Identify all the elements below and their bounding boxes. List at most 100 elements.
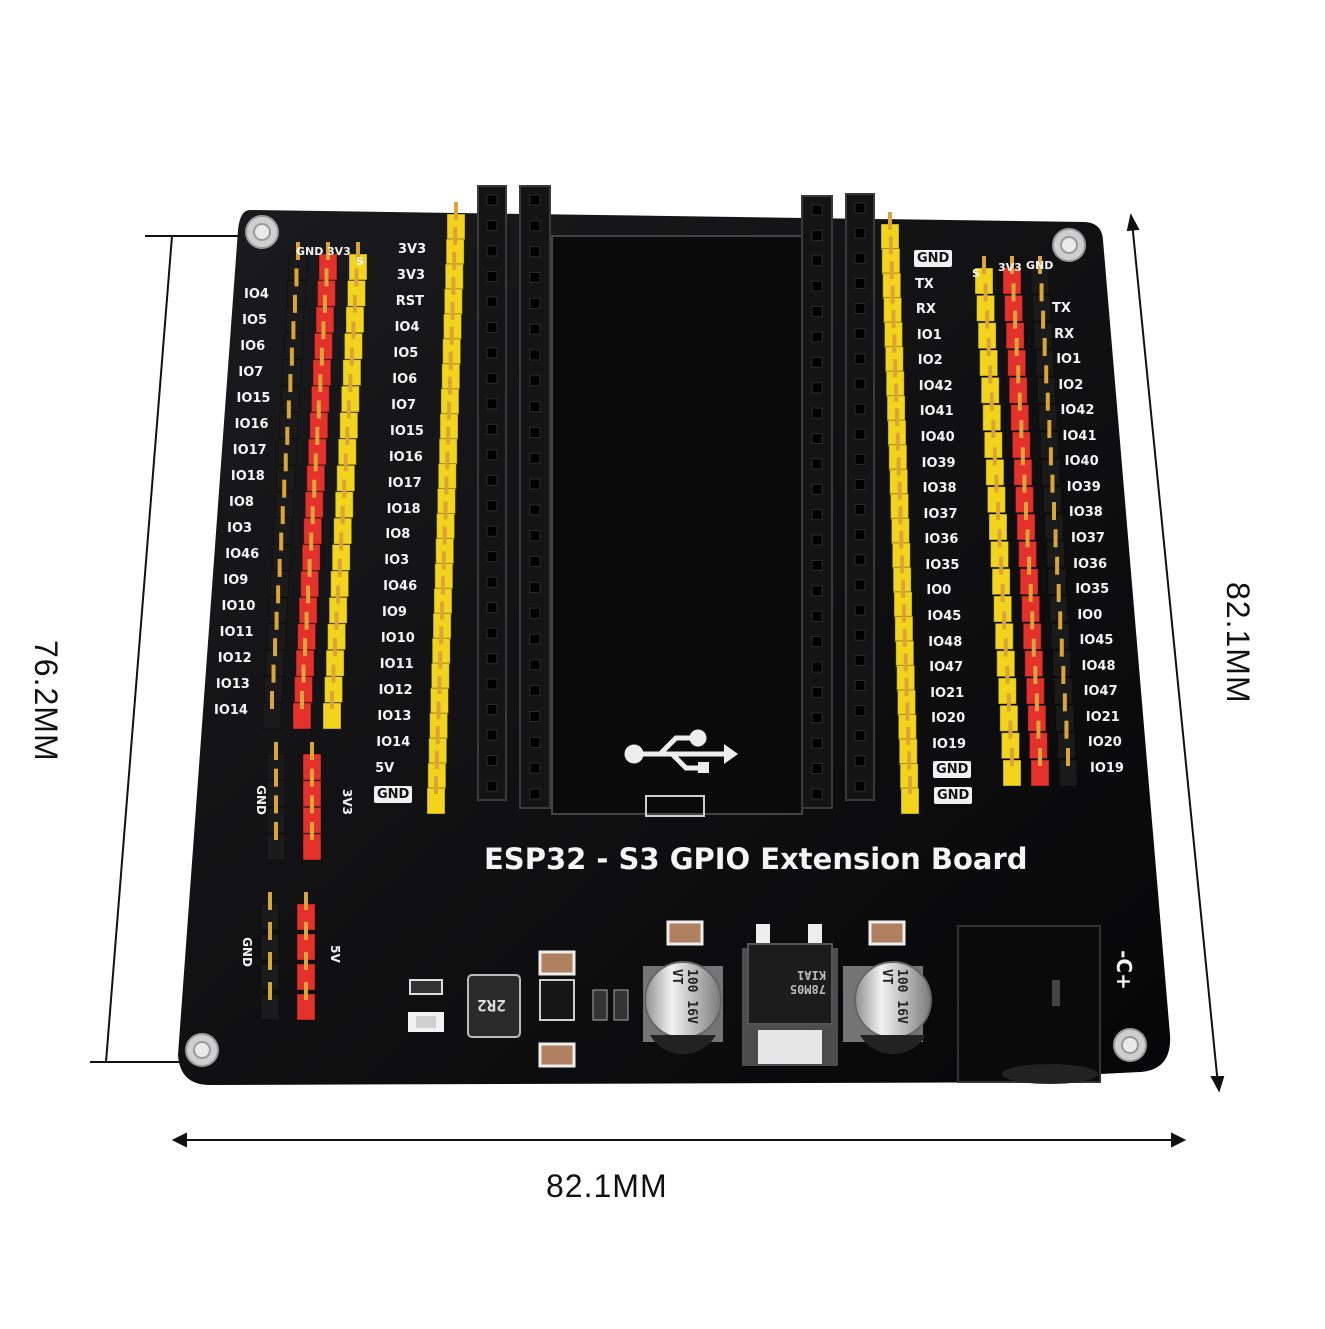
left-inner-label: IO18: [386, 501, 421, 517]
regulator-label: 78M05 KIA1: [789, 968, 826, 996]
right-inner-label: IO21: [930, 685, 965, 701]
right-inner-label: IO48: [928, 634, 963, 650]
right-inner-label: IO36: [924, 532, 959, 548]
left-inner-label: IO16: [388, 449, 423, 465]
left-inner-label: IO4: [394, 319, 420, 335]
right-inner-label: IO2: [917, 353, 943, 369]
left-outer-label: IO6: [240, 339, 266, 354]
right-outer-label: IO37: [1071, 531, 1105, 546]
right-outer-label: IO45: [1079, 633, 1114, 649]
right-height-dimension-label: 82.1MM: [1220, 582, 1256, 704]
power2-5v-label: 5V: [327, 945, 342, 963]
left-inner-label: 3V3: [398, 242, 427, 257]
left-inner-label: RST: [395, 293, 424, 309]
right-inner-label: IO42: [918, 378, 953, 394]
right-header-top-3v3: 3V3: [998, 261, 1022, 274]
right-outer-label: IO41: [1062, 428, 1097, 444]
left-outer-label: IO3: [227, 521, 253, 536]
left-socket-2: [519, 185, 551, 809]
right-outer-label: IO35: [1075, 582, 1110, 598]
right-outer-label: IO2: [1058, 377, 1084, 393]
left-outer-label: IO13: [215, 677, 250, 692]
power1-gnd-label: GND: [253, 785, 268, 815]
right-gnd-pin-column: [1030, 256, 1078, 787]
right-inner-label: IO47: [929, 660, 964, 676]
right-inner-label: TX: [914, 276, 934, 292]
right-inner-label: IO37: [923, 506, 958, 522]
right-outer-label: IO48: [1081, 658, 1116, 674]
mounting-holes: [185, 215, 1147, 1067]
right-socket-1: [801, 195, 833, 809]
left-inner-label: 5V: [375, 761, 395, 777]
left-outer-label: IO9: [223, 573, 249, 588]
right-outer-label: TX: [1052, 301, 1071, 316]
left-outer-label: IO11: [219, 625, 254, 640]
right-3v3-pin-column: [1002, 256, 1050, 787]
left-inner-label: IO5: [393, 345, 419, 361]
pin-headers: [260, 202, 1078, 1021]
power1-3v3-label: 3V3: [340, 789, 354, 815]
right-outer-label: IO38: [1068, 505, 1103, 521]
right-inner-label: IO20: [931, 711, 966, 727]
right-outer-label: IO40: [1064, 454, 1099, 470]
right-inner-label: IO45: [927, 609, 962, 624]
right-inner-label: IO19: [932, 736, 967, 752]
left-inner-label: GND: [374, 786, 413, 803]
right-header-top-s: S: [972, 267, 980, 280]
dc-jack-polarity-label: -C+: [1111, 950, 1136, 990]
left-inner-label: IO10: [380, 631, 415, 647]
right-inner-pin-column: [880, 212, 920, 815]
power1-3v3-pins: [302, 742, 322, 861]
right-inner-label: GND: [934, 787, 973, 804]
left-outer-label: IO4: [244, 287, 269, 302]
right-outer-label: IO36: [1073, 556, 1108, 572]
left-height-dimension-label: 76.2MM: [28, 640, 64, 762]
power2-gnd-label: GND: [239, 937, 254, 967]
left-inner-label: IO7: [391, 397, 417, 413]
left-signal-pin-column: [322, 242, 368, 730]
power2-gnd-pins: [260, 892, 280, 1021]
left-outer-label: IO8: [229, 495, 254, 510]
right-header-top-gnd: GND: [1026, 259, 1054, 272]
right-outer-label: IO20: [1087, 735, 1122, 751]
left-inner-label: IO12: [378, 683, 413, 699]
right-inner-label: IO40: [920, 430, 955, 445]
right-inner-label: IO38: [922, 481, 957, 497]
right-outer-label: IO19: [1090, 761, 1124, 776]
left-inner-label: IO15: [390, 423, 424, 439]
left-outer-label: IO10: [221, 599, 256, 614]
left-outer-label: IO18: [230, 469, 265, 484]
left-outer-label: IO17: [232, 443, 267, 458]
board-title: ESP32 - S3 GPIO Extension Board: [484, 842, 1028, 876]
left-inner-label: IO13: [377, 709, 412, 725]
left-outer-label: IO5: [242, 313, 268, 328]
left-outer-label: IO46: [225, 547, 260, 562]
right-outer-label: IO39: [1066, 479, 1101, 495]
power-components: [408, 920, 1101, 1084]
left-inner-label: IO6: [392, 371, 418, 387]
left-inner-label: IO3: [384, 553, 410, 569]
left-inner-label: IO9: [382, 605, 407, 621]
right-inner-label: IO1: [916, 327, 942, 343]
right-inner-label: IO35: [925, 557, 960, 573]
left-inner-label: IO17: [387, 475, 422, 491]
right-inner-label: IO0: [926, 583, 952, 599]
left-outer-label: IO12: [217, 651, 252, 666]
right-inner-label: IO41: [919, 404, 954, 420]
left-3v3-pin-column: [292, 242, 338, 730]
right-inner-label: IO39: [921, 455, 956, 471]
left-outer-label: IO16: [234, 417, 269, 432]
right-outer-label: RX: [1054, 326, 1075, 342]
left-outer-label: IO14: [214, 703, 248, 718]
left-inner-pin-column: [426, 202, 466, 815]
left-gnd-pin-column: [262, 242, 308, 730]
left-socket-1: [477, 185, 507, 801]
right-outer-label: IO0: [1077, 607, 1103, 623]
right-signal-pin-column: [974, 256, 1022, 787]
right-inner-label: RX: [915, 302, 936, 318]
width-dimension-label: 82.1MM: [546, 1168, 668, 1204]
left-inner-label: IO46: [383, 579, 418, 595]
right-outer-label: IO47: [1083, 684, 1118, 700]
